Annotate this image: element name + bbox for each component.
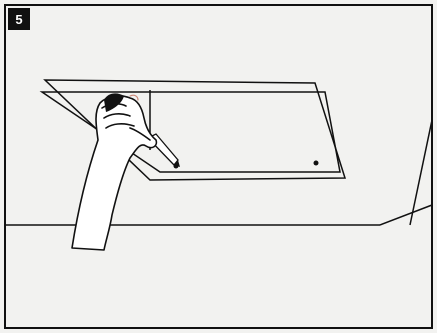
step-number-badge: 5 bbox=[8, 8, 30, 30]
mark-dot-right bbox=[314, 161, 319, 166]
step-number: 5 bbox=[15, 12, 22, 27]
